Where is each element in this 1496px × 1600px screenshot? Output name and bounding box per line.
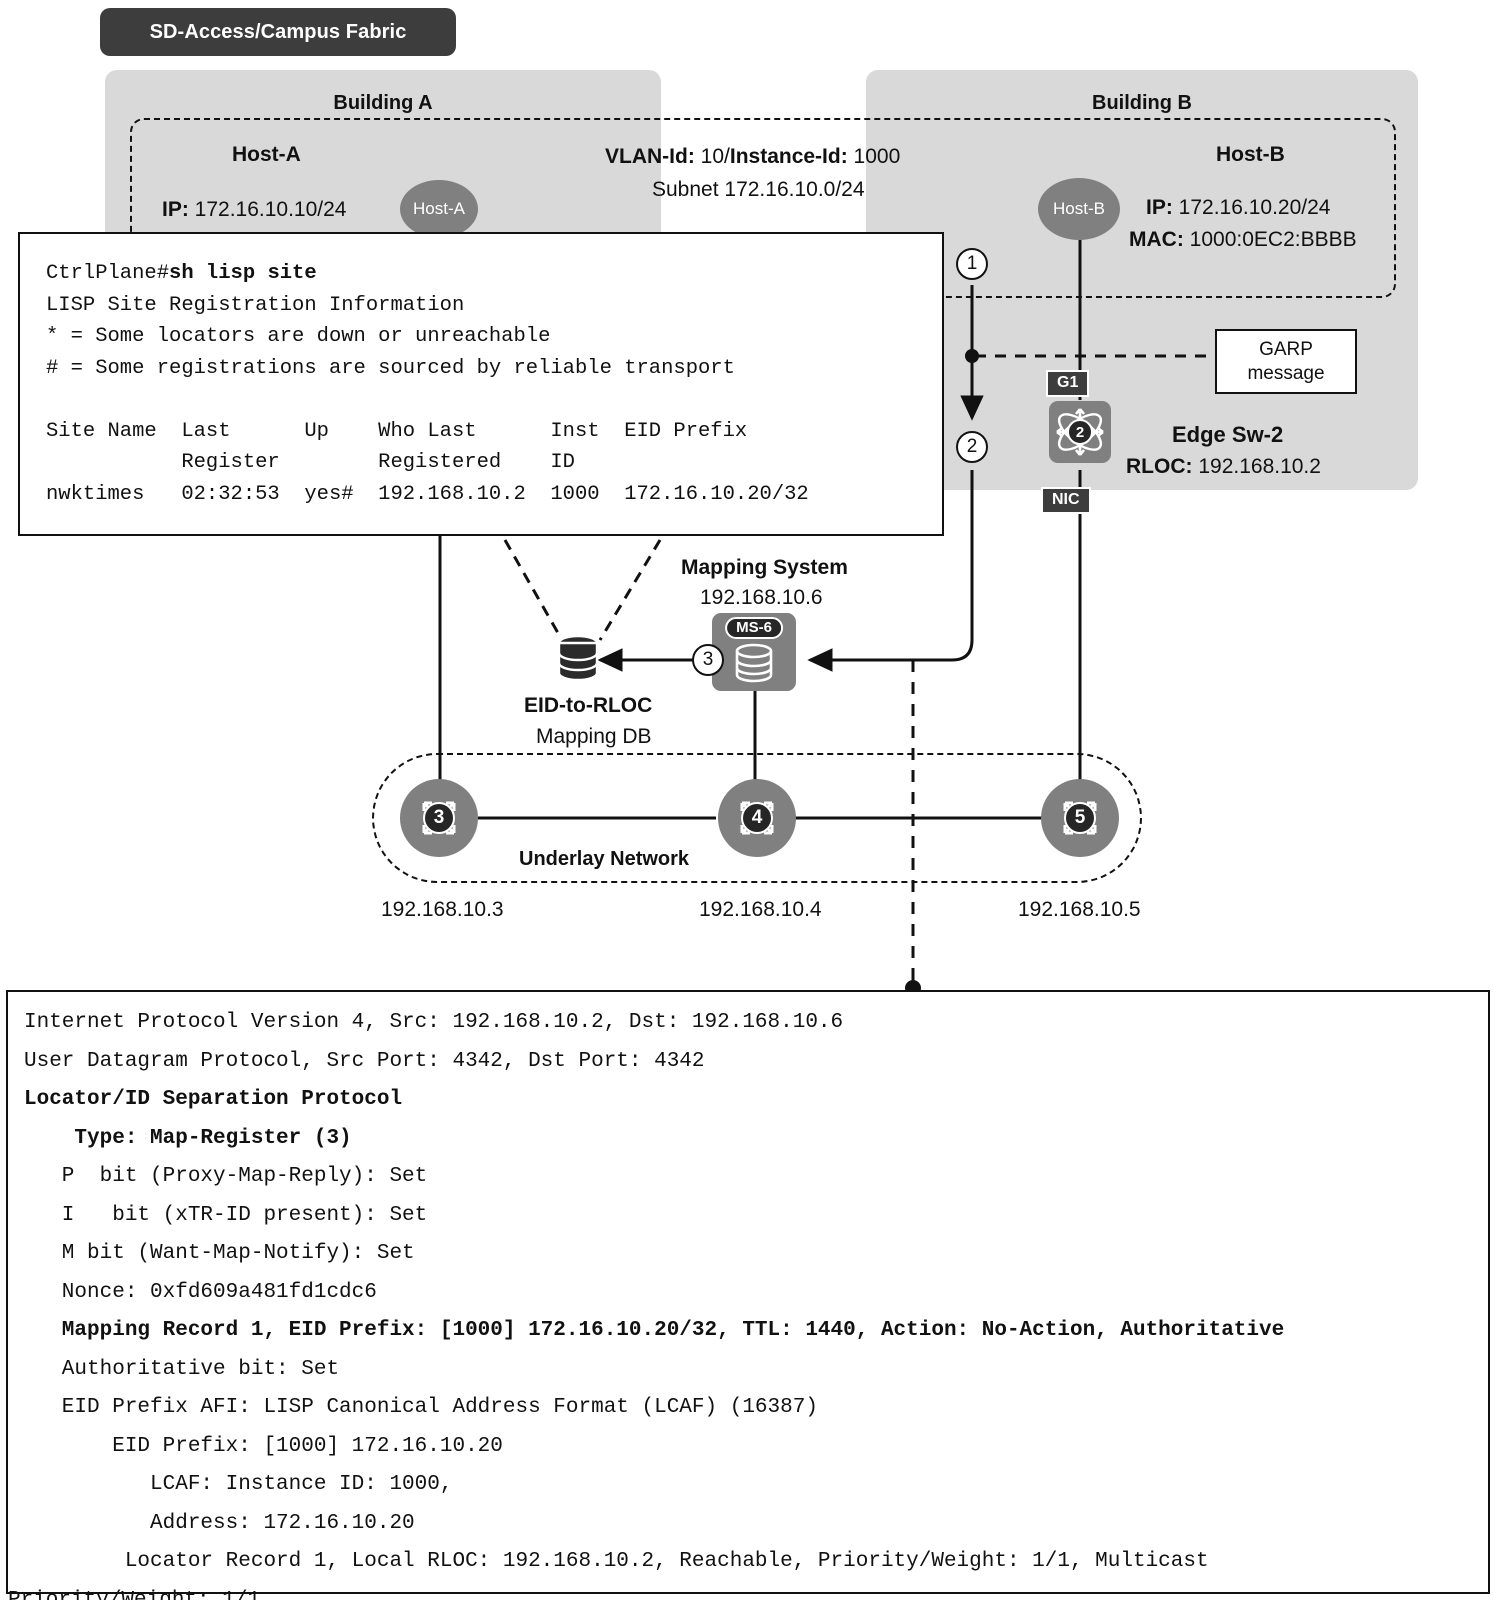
cli-output-panel: CtrlPlane#sh lisp site LISP Site Registr…: [18, 232, 944, 536]
vlan-subnet-label: Subnet 172.16.10.0/24: [652, 178, 865, 201]
step-marker-3: 3: [692, 644, 724, 676]
cli-prompt-line: CtrlPlane#sh lisp site: [46, 258, 942, 290]
underlay-router-4-ip: 192.168.10.4: [699, 898, 822, 921]
packet-line: User Datagram Protocol, Src Port: 4342, …: [24, 1049, 705, 1073]
building-b-label: Building B: [1092, 92, 1192, 114]
edge-sw2-switch-icon: 2: [1049, 401, 1111, 463]
cli-line: * = Some locators are down or unreachabl…: [46, 325, 551, 348]
mapping-system-title: Mapping System: [681, 556, 848, 579]
mapping-db-title: EID-to-RLOC: [524, 694, 653, 717]
building-b-panel: Building B: [866, 70, 1418, 490]
cli-line: LISP Site Registration Information: [46, 293, 465, 317]
cli-command: sh lisp site: [169, 262, 317, 285]
database-icon: [735, 643, 773, 683]
underlay-router-5-ip: 192.168.10.5: [1018, 898, 1141, 921]
packet-line: Mapping Record 1, EID Prefix: [1000] 172…: [24, 1319, 1285, 1342]
edge-sw2-port-nic: NIC: [1041, 487, 1091, 514]
host-a-node: Host-A: [400, 180, 478, 238]
edge-sw2-name: Edge Sw-2: [1172, 422, 1284, 447]
cli-prompt: CtrlPlane#: [46, 262, 170, 285]
host-a-node-label: Host-A: [413, 199, 465, 218]
packet-line: EID Prefix AFI: LISP Canonical Address F…: [24, 1396, 818, 1419]
packet-line: Type: Map-Register (3): [24, 1126, 352, 1150]
host-b-mac: MAC: 1000:0EC2:BBBB: [1129, 228, 1357, 251]
garp-line-1: GARP: [1259, 338, 1313, 360]
step-marker-2: 2: [956, 431, 988, 463]
garp-line-2: message: [1247, 362, 1325, 384]
underlay-network-boundary: [372, 753, 1142, 883]
host-a-name: Host-A: [232, 143, 301, 166]
host-b-node-label: Host-B: [1053, 199, 1105, 218]
cli-line: [46, 384, 942, 416]
packet-line: Internet Protocol Version 4, Src: 192.16…: [24, 1011, 844, 1034]
packet-line: Locator Record 1, Local RLOC: 192.168.10…: [24, 1550, 1209, 1573]
eid-to-rloc-db-icon: [552, 634, 604, 689]
cli-table-row: nwktimes 02:32:53 yes# 192.168.10.2 1000…: [46, 482, 809, 506]
underlay-router-5-number: 5: [1064, 802, 1096, 834]
packet-line: M bit (Want-Map-Notify): Set: [24, 1242, 415, 1265]
underlay-network-label: Underlay Network: [519, 848, 690, 870]
underlay-router-3: 3: [400, 779, 478, 857]
mapping-db-subtitle: Mapping DB: [536, 725, 652, 748]
packet-line: Nonce: 0xfd609a481fd1cdc6: [24, 1280, 377, 1304]
vlan-id-label: VLAN-Id: 10/Instance-Id: 1000: [605, 145, 901, 168]
mapping-system-ip: 192.168.10.6: [700, 586, 823, 609]
edge-sw2-rloc: RLOC: 192.168.10.2: [1126, 455, 1321, 478]
host-b-node: Host-B: [1038, 178, 1120, 240]
packet-detail-panel: Internet Protocol Version 4, Src: 192.16…: [6, 990, 1490, 1600]
packet-line: I bit (xTR-ID present): Set: [24, 1203, 428, 1227]
host-a-ip: IP: 172.16.10.10/24: [162, 198, 347, 221]
cli-table-header: Site Name Last Up Who Last Inst EID Pref…: [46, 419, 748, 443]
underlay-router-4: 4: [718, 779, 796, 857]
step-marker-1: 1: [956, 248, 988, 280]
underlay-router-5: 5: [1041, 779, 1119, 857]
packet-line: LCAF: Instance ID: 1000,: [24, 1473, 453, 1496]
edge-sw2-port-g1: G1: [1046, 370, 1090, 397]
host-b-ip: IP: 172.16.10.20/24: [1146, 196, 1331, 219]
garp-message-box: GARP message: [1215, 329, 1357, 394]
underlay-router-4-number: 4: [741, 802, 773, 834]
cli-table-header-2: Register Registered ID: [46, 451, 575, 474]
mapping-system-chip: MS-6: [725, 617, 783, 639]
underlay-router-3-number: 3: [423, 802, 455, 834]
packet-line: Priority/Weight: 1/1: [8, 1588, 261, 1600]
mapping-system-node: MS-6: [712, 613, 796, 691]
packet-line: Locator/ID Separation Protocol: [24, 1088, 403, 1111]
host-b-name: Host-B: [1216, 143, 1285, 166]
underlay-router-3-ip: 192.168.10.3: [381, 898, 504, 921]
building-a-label: Building A: [333, 92, 433, 114]
packet-line: Address: 172.16.10.20: [24, 1511, 415, 1535]
packet-line: EID Prefix: [1000] 172.16.10.20: [24, 1434, 503, 1458]
packet-line: Authoritative bit: Set: [24, 1357, 340, 1381]
packet-line: P bit (Proxy-Map-Reply): Set: [24, 1165, 428, 1188]
fabric-title-badge: SD-Access/Campus Fabric: [100, 8, 456, 56]
cli-line: # = Some registrations are sourced by re…: [46, 356, 735, 380]
edge-sw2-node-number: 2: [1067, 419, 1093, 445]
